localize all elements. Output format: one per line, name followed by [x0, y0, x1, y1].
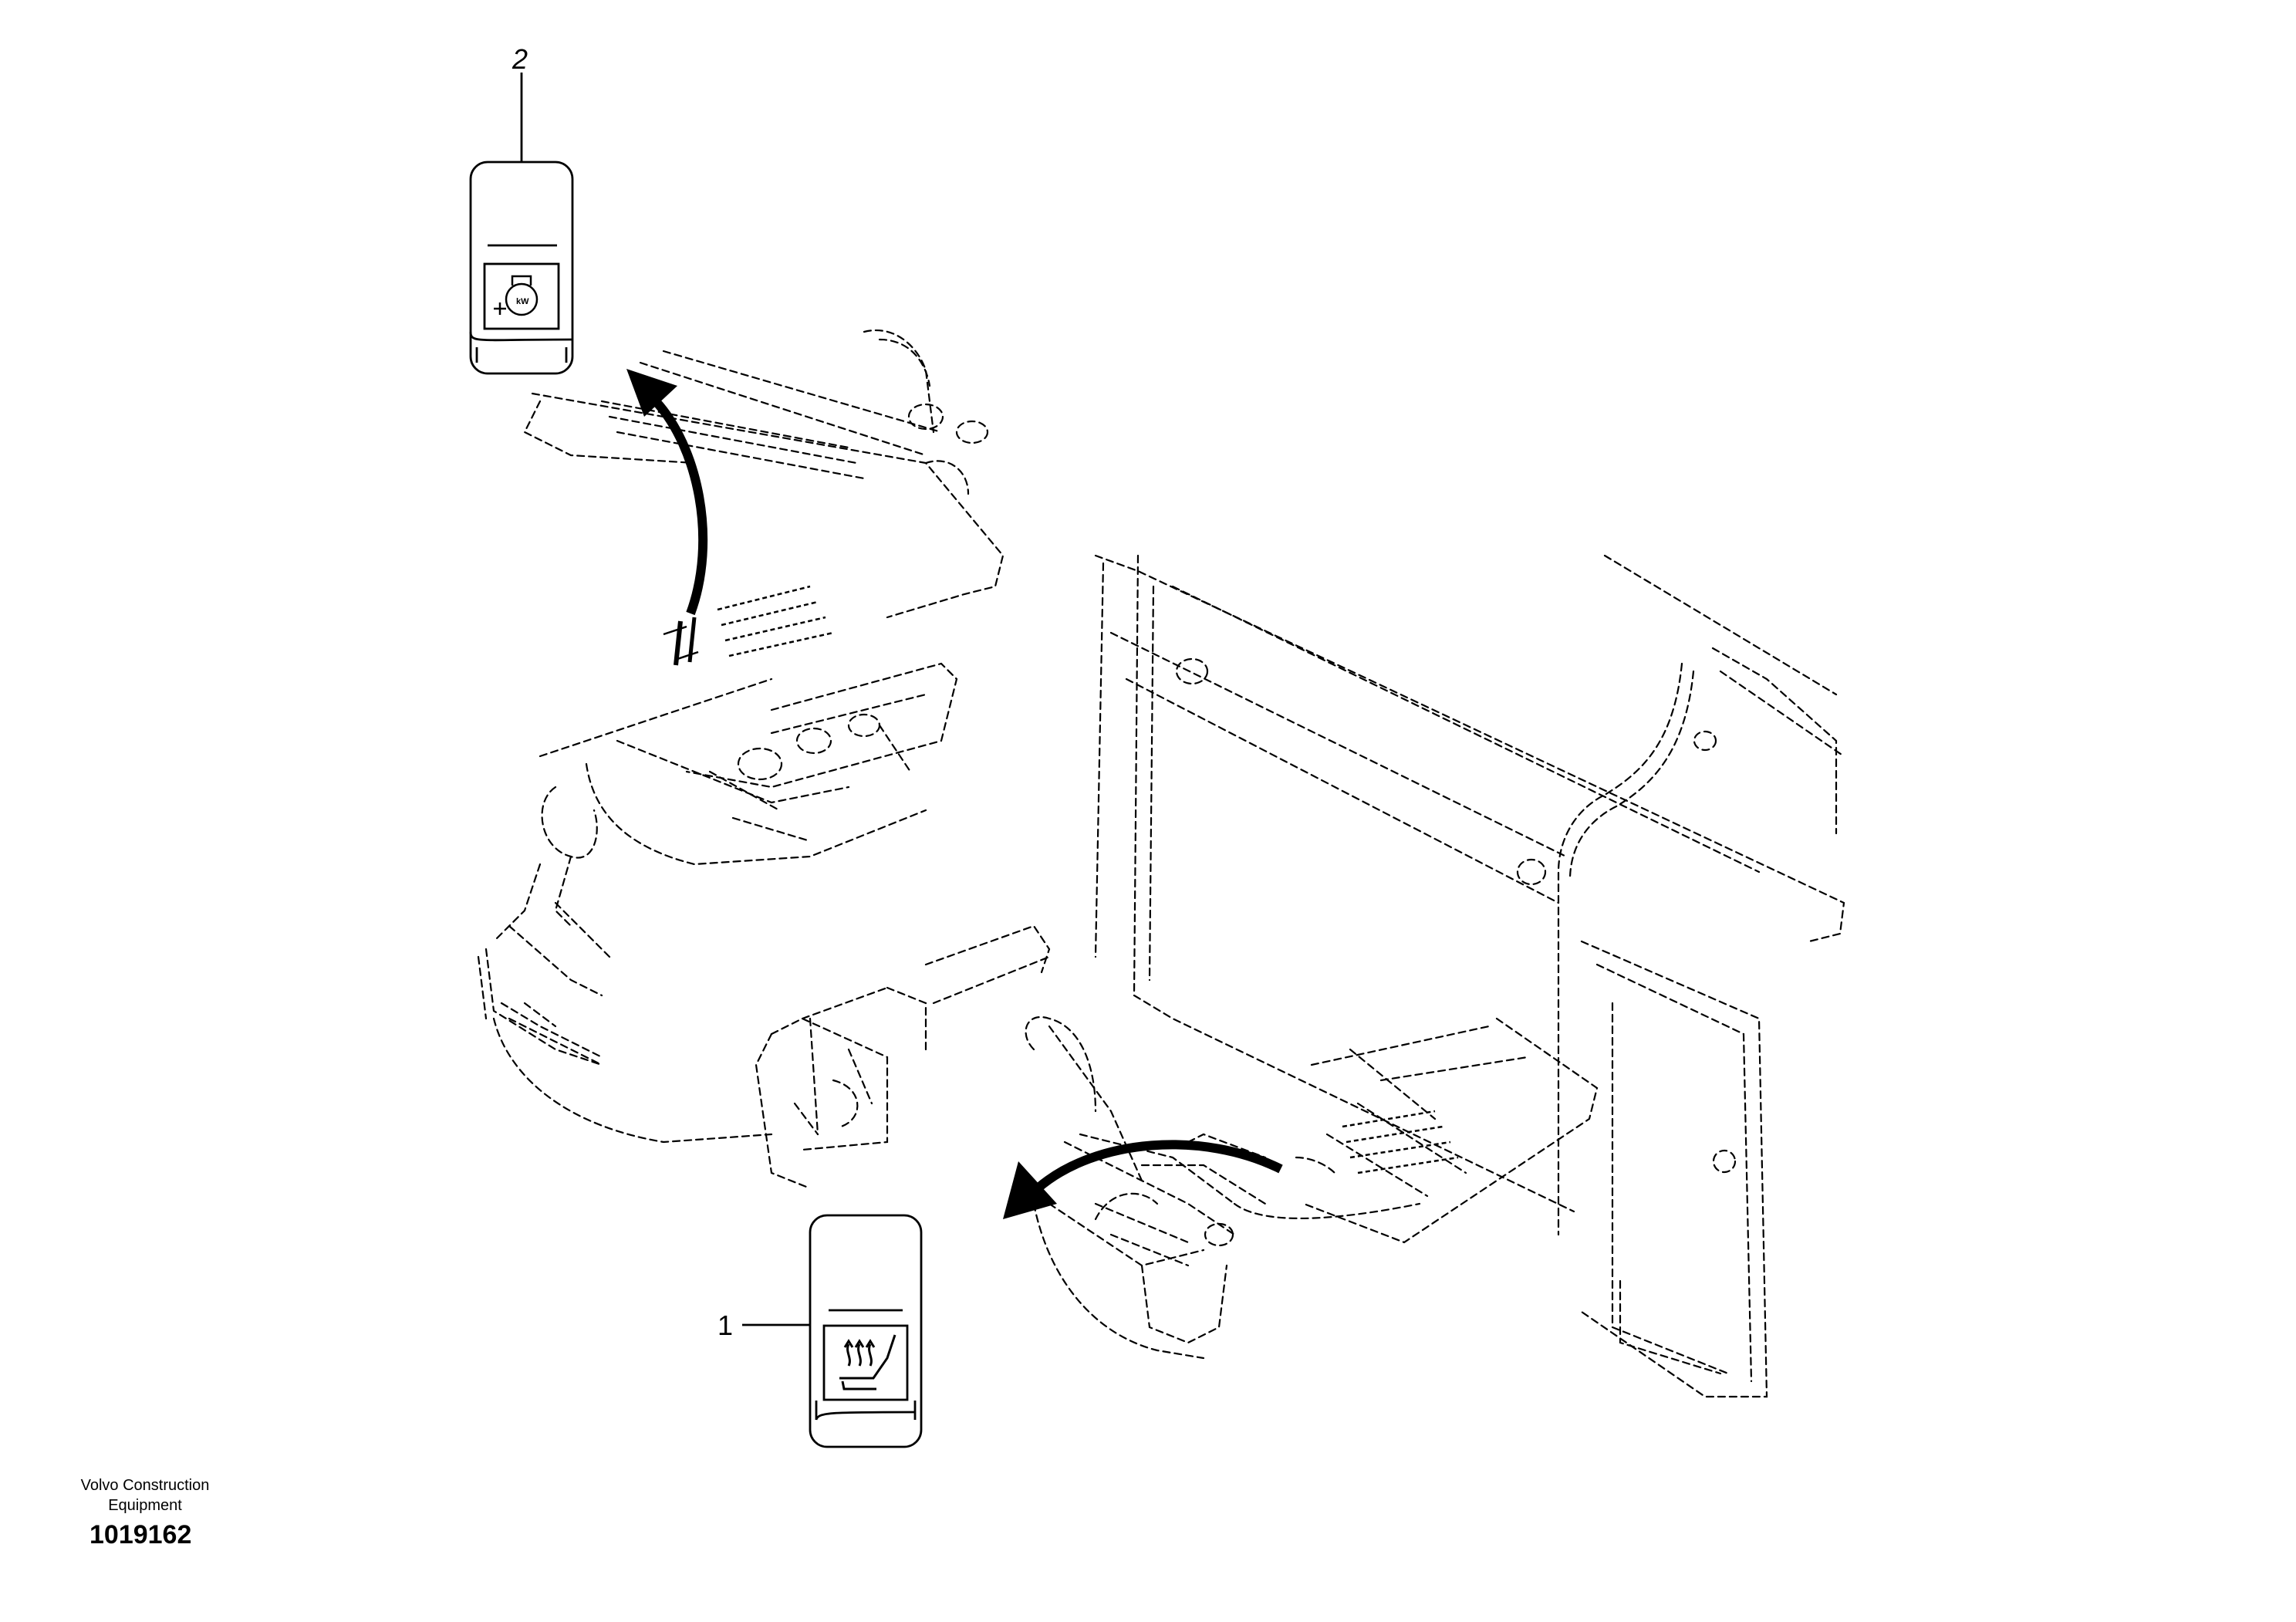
switch-item-1 — [742, 1214, 923, 1448]
seat-heater-icon — [839, 1334, 896, 1391]
engine-heater-icon: kW — [494, 275, 539, 316]
switch-panel-hatching — [663, 585, 1459, 1174]
arrow-to-item-1 — [1003, 1140, 1283, 1219]
cab-interior-dashed — [477, 329, 1845, 1398]
arrow-to-item-2 — [626, 369, 708, 616]
brand-line-1: Volvo Construction — [80, 1477, 210, 1494]
callout-number-1: 1 — [718, 1309, 734, 1341]
switch-item-2: kW — [469, 73, 574, 375]
callout-number-2: 2 — [512, 43, 528, 75]
brand-line-2: Equipment — [108, 1497, 182, 1514]
drawing-number: 1019162 — [89, 1520, 192, 1549]
brand-label: Volvo Construction Equipment — [29, 1475, 261, 1516]
svg-text:kW: kW — [516, 297, 529, 306]
